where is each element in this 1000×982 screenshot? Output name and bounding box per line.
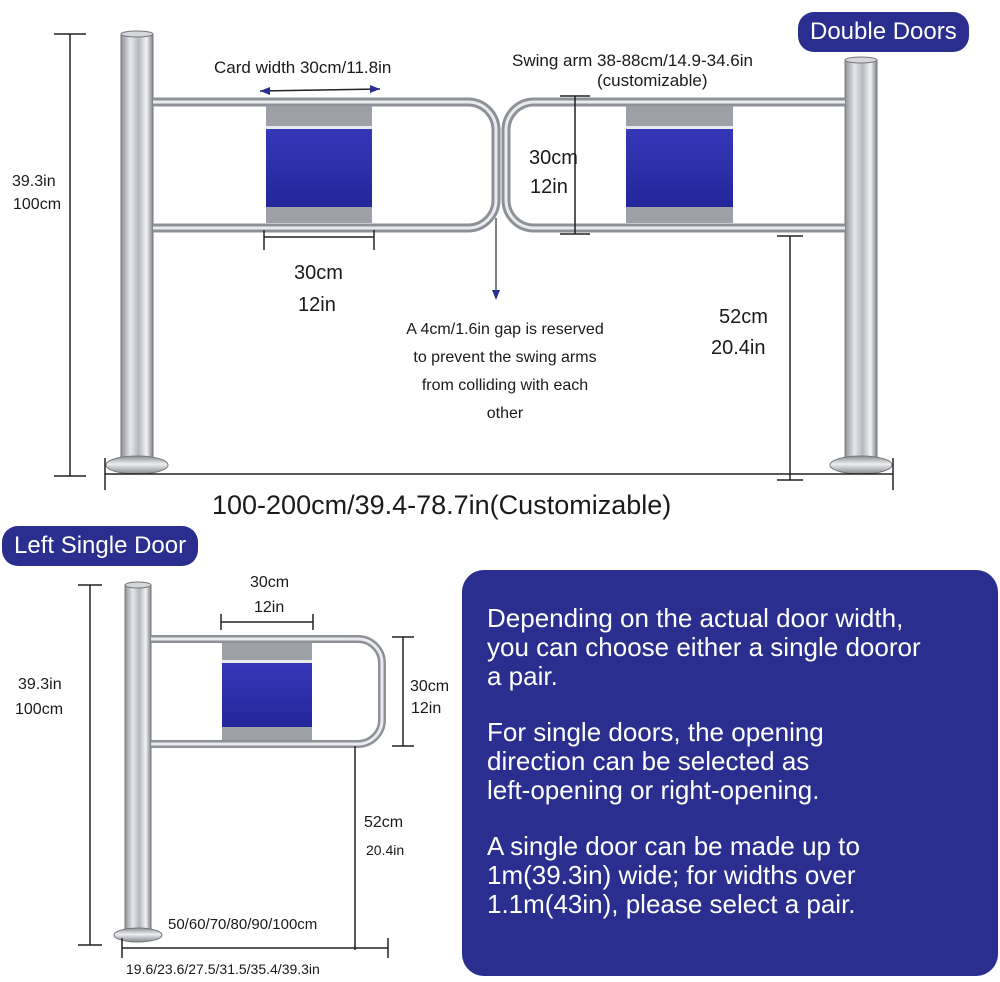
single-panel-height-cm: 30cm: [410, 678, 450, 695]
gap-note-line: other: [486, 405, 524, 422]
double-panel-height-in: 12in: [530, 176, 568, 198]
single-panel-width-in: 12in: [254, 599, 285, 616]
single-panel-width-cm: 30cm: [250, 574, 290, 591]
left-post-base: [105, 455, 169, 475]
double-panel-height-cm: 30cm: [529, 147, 578, 169]
card-width-label: Card width 30cm/11.8in: [214, 58, 392, 77]
info-box: Depending on the actual door width, you …: [462, 570, 998, 976]
single-post-base: [113, 927, 163, 943]
right-post-base: [829, 455, 893, 475]
double-height-cm: 100cm: [13, 196, 62, 213]
single-door-turnstile: [113, 581, 386, 943]
right-post: [844, 59, 878, 461]
swing-arm-label: Swing arm 38-88cm/14.9-34.6in: [512, 51, 753, 70]
single-height-cm: 100cm: [15, 701, 64, 718]
single-post: [124, 584, 152, 936]
single-bottom-height-in: 20.4in: [366, 842, 405, 858]
double-bottom-height-in: 20.4in: [711, 337, 766, 359]
double-panel-width-cm: 30cm: [294, 262, 343, 284]
gap-note-line: A 4cm/1.6in gap is reserved: [406, 321, 604, 338]
single-door-badge: Left Single Door: [2, 526, 199, 566]
double-height-in: 39.3in: [12, 173, 56, 190]
gap-note-line: from colliding with each: [421, 377, 589, 394]
info-paragraph: Depending on the actual door width, you …: [487, 603, 921, 691]
single-door-dimensions: [78, 584, 414, 958]
gap-note: A 4cm/1.6in gap is reserved to prevent t…: [380, 316, 630, 428]
gap-note-line: to prevent the swing arms: [413, 349, 597, 366]
double-door-dimensions: [54, 33, 894, 490]
info-paragraph: For single doors, the opening direction …: [487, 717, 824, 805]
single-widths-cm: 50/60/70/80/90/100cm: [168, 916, 318, 933]
single-bottom-height-cm: 52cm: [364, 814, 404, 831]
single-height-in: 39.3in: [18, 676, 62, 693]
total-width-label: 100-200cm/39.4-78.7in(Customizable): [212, 490, 672, 520]
info-paragraph: A single door can be made up to 1m(39.3i…: [487, 831, 860, 919]
single-panel-height-in: 12in: [411, 700, 442, 717]
double-doors-badge: Double Doors: [798, 12, 969, 52]
single-widths-in: 19.6/23.6/27.5/31.5/35.4/39.3in: [126, 961, 320, 977]
double-bottom-height-cm: 52cm: [719, 306, 768, 328]
double-panel-width-in: 12in: [298, 294, 336, 316]
swing-arm-note: (customizable): [597, 71, 708, 90]
left-post: [120, 33, 154, 463]
double-door-turnstile: [105, 30, 893, 475]
